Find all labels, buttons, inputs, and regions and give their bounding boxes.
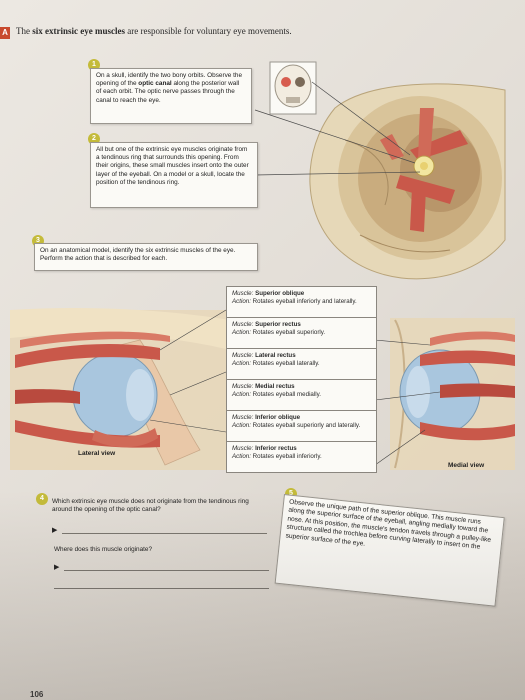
step5-wrapper: Observe the unique path of the superior … [274, 494, 505, 607]
section-label: A [0, 27, 10, 39]
answer-line-2[interactable] [64, 570, 269, 571]
optic-canal-term: optic canal [138, 80, 172, 88]
muscle-row: Muscle: Inferior rectus Action: Rotates … [227, 442, 376, 473]
question-2: Where does this muscle originate? [54, 546, 153, 553]
answer-line-3[interactable] [54, 588, 269, 589]
step-badge-4: 4 [36, 493, 48, 505]
muscle-row: Muscle: Inferior oblique Action: Rotates… [227, 411, 376, 442]
medial-view-illustration [390, 318, 515, 470]
lateral-view-caption: Lateral view [78, 450, 116, 457]
muscle-row: Muscle: Medial rectus Action: Rotates ey… [227, 380, 376, 411]
step5-instruction-box: Observe the unique path of the superior … [274, 494, 505, 607]
muscle-row: Muscle: Superior rectus Action: Rotates … [227, 318, 376, 349]
skull-inset [269, 61, 317, 115]
extrinsic-muscles-origin [380, 108, 468, 232]
muscle-row: Muscle: Superior oblique Action: Rotates… [227, 286, 376, 318]
step3-instruction-box: On an anatomical model, identify the six… [34, 243, 258, 271]
step1-instruction-box: On a skull, identify the two bony orbits… [90, 68, 252, 124]
answer-line-1[interactable] [62, 533, 267, 534]
headline-bold: six extrinsic eye muscles [32, 26, 125, 36]
medial-view-caption: Medial view [448, 462, 485, 469]
page-number: 106 [30, 690, 44, 699]
orbit-illustration [254, 61, 506, 280]
step2-instruction-box: All but one of the extrinsic eye muscles… [90, 142, 258, 208]
lateral-view-illustration [10, 308, 515, 470]
muscle-action-list: Muscle: Superior oblique Action: Rotates… [226, 286, 377, 473]
page-headline: The six extrinsic eye muscles are respon… [16, 26, 292, 36]
lateral-muscles [15, 331, 170, 448]
question-1: Which extrinsic eye muscle does not orig… [52, 498, 249, 513]
answer-arrow-icon: ▶ [52, 526, 58, 534]
answer-arrow-icon: ▶ [54, 563, 60, 571]
muscle-row: Muscle: Lateral rectus Action: Rotates e… [227, 349, 376, 380]
